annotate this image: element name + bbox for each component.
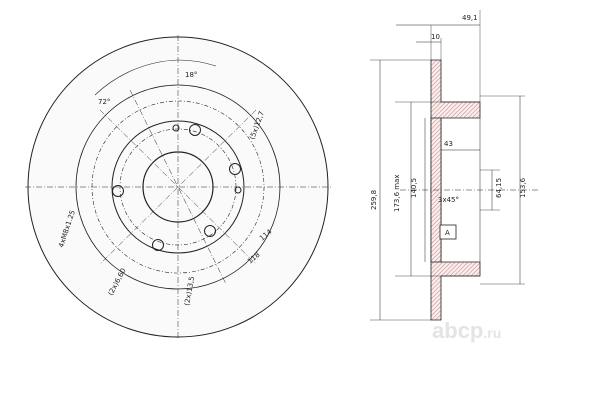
- stud-hole: [112, 185, 124, 197]
- dia-center-label: 64,15: [495, 178, 503, 198]
- angle-left-label: 72°: [98, 98, 110, 106]
- chamfer-label: 3x45°: [438, 196, 459, 204]
- front-view: [25, 35, 332, 340]
- stud-hole: [189, 124, 201, 136]
- side-view: [370, 10, 540, 321]
- watermark-suffix: .ru: [483, 325, 502, 341]
- small-hole: [172, 124, 180, 132]
- watermark-text: abcp: [432, 318, 484, 343]
- angle-top-label: 18°: [185, 71, 197, 79]
- watermark-logo: abcp.ru: [432, 318, 501, 344]
- angle-arc-18: [177, 59, 217, 67]
- dia-hat-label: 140,5: [410, 178, 418, 198]
- dia-friction-label: 173,6 max: [393, 174, 401, 212]
- dia-hat-outer-label: 153,6: [519, 177, 527, 198]
- center-lines: [25, 35, 332, 340]
- width-total-label: 49,1: [462, 14, 478, 22]
- hat-depth-label: 43: [444, 140, 453, 148]
- datum-label: A: [445, 229, 450, 237]
- stud-hole: [229, 163, 241, 175]
- dimension-lines: [379, 24, 521, 320]
- datum-box: [439, 224, 457, 240]
- stud-hole: [204, 225, 216, 237]
- thickness-label: 10: [431, 33, 440, 41]
- angle-arc-72: [94, 59, 179, 96]
- stud-hole: [152, 239, 164, 251]
- dia-outer-label: 259,8: [370, 190, 378, 210]
